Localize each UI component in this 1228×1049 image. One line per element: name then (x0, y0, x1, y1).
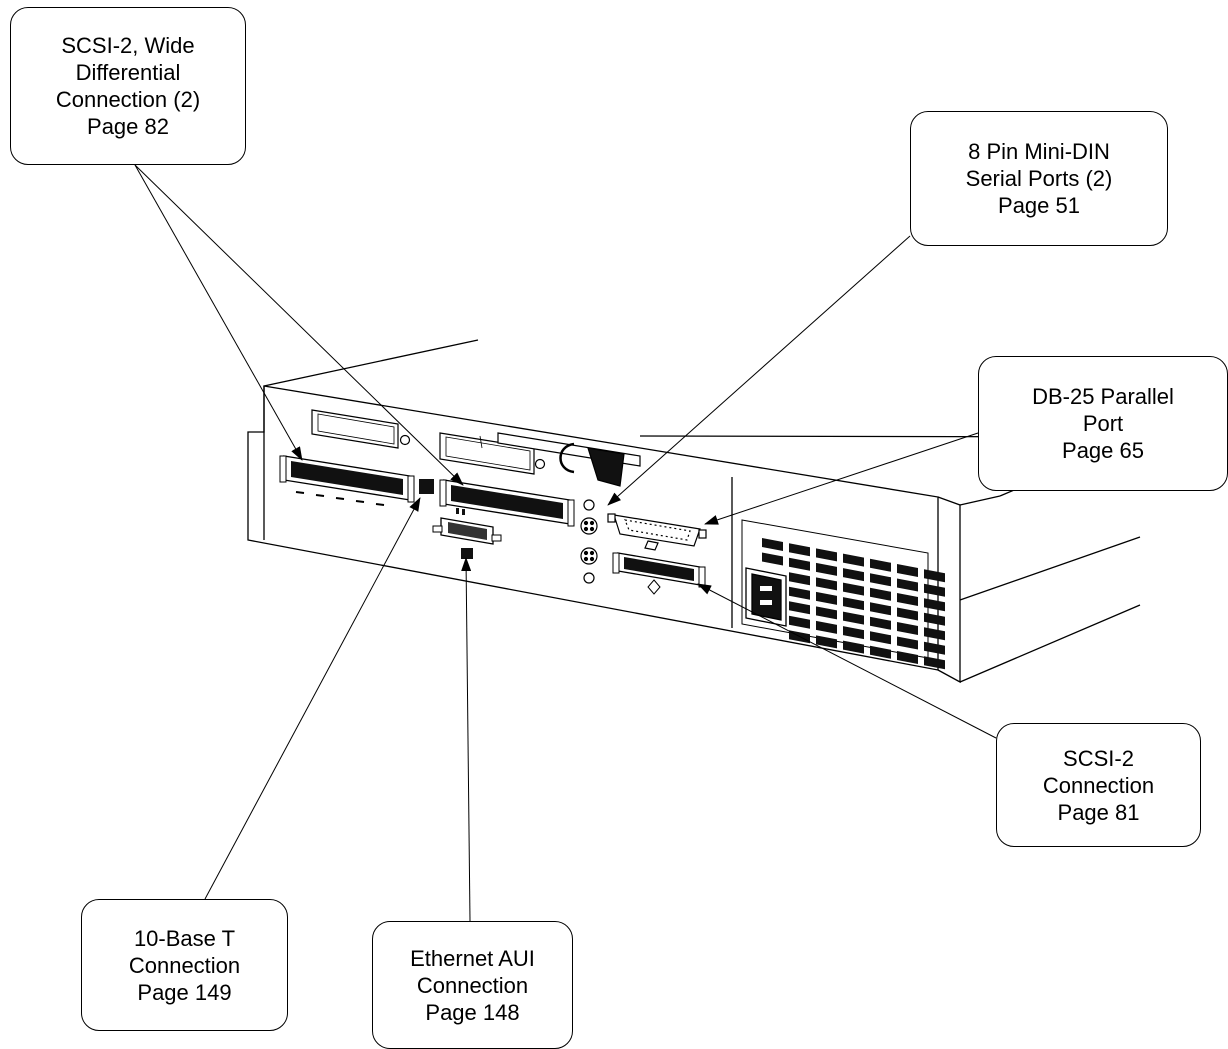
callout-10base-t: 10-Base T Connection Page 149 (81, 899, 288, 1031)
vent-slot (789, 572, 810, 586)
vent-slot (870, 587, 891, 601)
scsi-wide-connector-2 (439, 479, 575, 527)
vent-slot (924, 569, 945, 583)
ten-base-t-jack (419, 479, 434, 494)
callout-line: Ethernet AUI (410, 945, 535, 971)
vent-slot (843, 611, 864, 625)
vent-slot (816, 606, 837, 620)
vent-slot (816, 562, 837, 576)
callout-page: Page 148 (425, 999, 520, 1025)
vent-slot (789, 543, 810, 557)
callout-serial-ports: 8 Pin Mini-DIN Serial Ports (2) Page 51 (910, 111, 1168, 246)
callout-line: Port (1082, 411, 1124, 436)
vent-slot (897, 636, 918, 650)
vent-slot (897, 607, 918, 621)
vent-slot (897, 593, 918, 606)
vent-slot (924, 583, 945, 597)
serial-ports (580, 499, 598, 584)
expansion-slots (311, 409, 546, 475)
vent-slot (789, 615, 810, 629)
vent-slot (924, 627, 945, 641)
callout-line: 10-Base T (133, 925, 236, 951)
vent-slot (897, 564, 918, 577)
vent-slot (816, 635, 837, 649)
vent-slot (816, 548, 837, 562)
vent-slot (789, 601, 810, 615)
vent-slot (870, 616, 891, 630)
callout-page: Page 149 (137, 979, 232, 1005)
vent-slot (843, 553, 864, 567)
ethernet-aui-connector (432, 517, 502, 559)
callout-page: Page 81 (1057, 799, 1140, 825)
vent-slot (762, 552, 783, 566)
scsi-wide-connector-1 (279, 455, 415, 503)
callout-line: DB-25 Parallel (1032, 384, 1174, 409)
vent-slot (870, 645, 891, 659)
dash-row (295, 491, 385, 506)
vent-slot (816, 591, 837, 605)
vent-slot (897, 622, 918, 635)
vent-slot (762, 538, 783, 551)
callout-line: SCSI-2, Wide (61, 33, 195, 58)
callout-line: Connection (128, 952, 241, 978)
latch-handle (497, 432, 641, 487)
callout-line: Differential (75, 60, 181, 85)
vent-slot (843, 582, 864, 596)
vent-slot (924, 612, 945, 626)
vent-grid (762, 538, 945, 670)
vent-slot (870, 558, 891, 572)
db25-parallel-port (607, 513, 707, 551)
vent-slot (789, 586, 810, 600)
callout-ethernet-aui: Ethernet AUI Connection Page 148 (372, 921, 573, 1049)
vent-slot (816, 577, 837, 591)
vent-slot (843, 568, 864, 582)
leader-lines (134, 164, 997, 922)
vent-slot (897, 651, 918, 664)
vent-slot (924, 656, 945, 670)
callout-scsi2-wide-differential: SCSI-2, Wide Differential Connection (2)… (10, 7, 246, 165)
callout-page: Page 82 (87, 114, 169, 139)
vent-slot (789, 557, 810, 571)
vent-slot (924, 598, 945, 612)
scsi2-connector (612, 552, 706, 595)
vent-slot (870, 573, 891, 587)
callout-parallel-port: DB-25 Parallel Port Page 65 (978, 356, 1228, 491)
callout-page: Page 51 (998, 193, 1080, 218)
vent-slot (897, 578, 918, 592)
vent-slot (870, 631, 891, 645)
callout-page: Page 65 (1062, 438, 1144, 463)
callout-line: Connection (416, 972, 529, 998)
callout-line: SCSI-2 (1063, 745, 1134, 771)
vent-slot (843, 626, 864, 640)
callout-line: Connection (2) (55, 87, 201, 112)
power-socket (745, 567, 787, 627)
vent-slot (843, 597, 864, 611)
vent-slot (924, 641, 945, 655)
vent-slot (843, 640, 864, 654)
vent-slot (870, 602, 891, 616)
callout-line: Connection (1042, 772, 1155, 798)
vent-slot (816, 620, 837, 634)
callout-line: Serial Ports (2) (965, 166, 1113, 191)
callout-line: 8 Pin Mini-DIN (968, 139, 1110, 164)
callout-scsi2-connection: SCSI-2 Connection Page 81 (996, 723, 1201, 847)
